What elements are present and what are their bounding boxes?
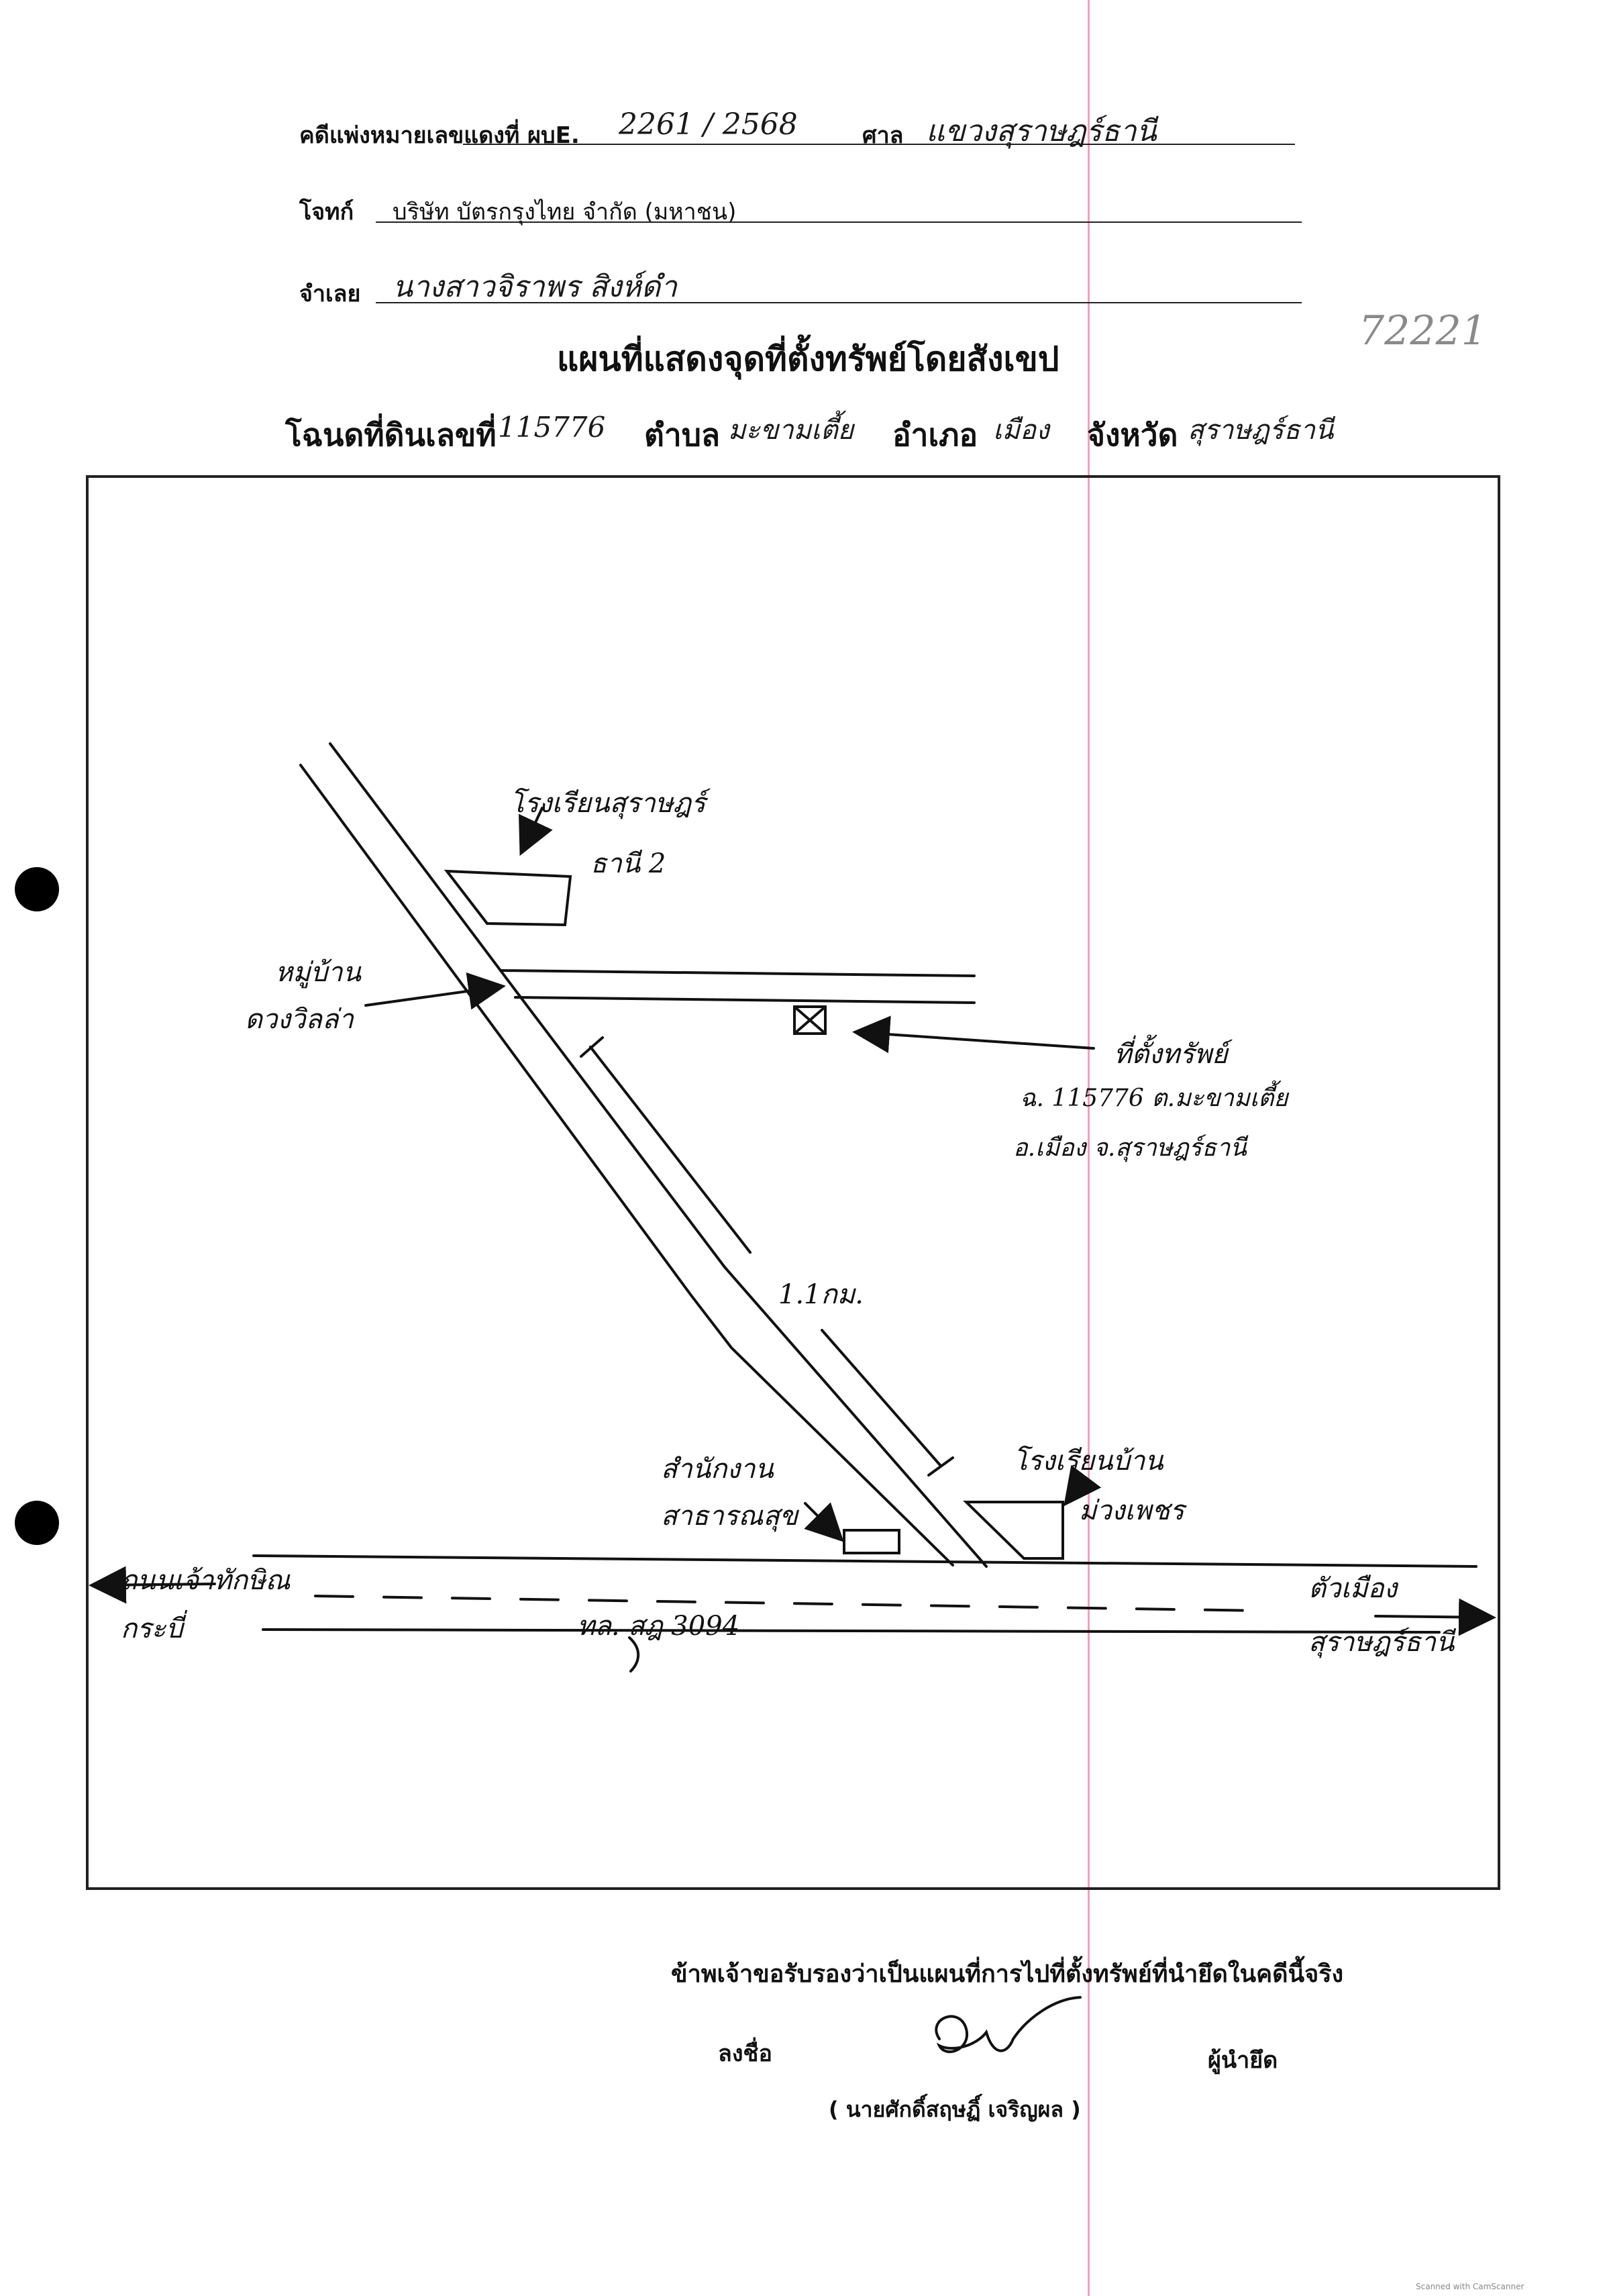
signature [935, 1996, 1082, 2054]
province-label: จังหวัด [1087, 417, 1178, 453]
court-label: ศาล [862, 122, 904, 149]
case-label: คดีแพ่งหมายเลขแดงที่ ผบE. [299, 122, 580, 149]
defendant-underline [376, 302, 1302, 303]
district-label: อำเภอ [892, 417, 978, 453]
signer-name: ( นายศักดิ์สฤษฏิ์ เจริญผล ) [829, 2097, 1081, 2122]
map-title: แผนที่แสดงจุดที่ตั้งทรัพย์โดยสังเขป [557, 340, 1059, 379]
defendant-label: จำเลย [299, 281, 361, 307]
plaintiff-value: บริษัท บัตรกรุงไทย จำกัด (มหาชน) [393, 199, 737, 226]
subdistrict-value: มะขามเตี้ย [728, 415, 854, 446]
case-number: 2261 / 2568 [619, 107, 798, 142]
punch-hole-bottom [15, 1501, 59, 1545]
deed-label: โฉนดที่ดินเลขที่ [285, 417, 497, 453]
province-value: สุราษฎร์ธานี [1188, 415, 1334, 446]
punch-hole-top [15, 867, 59, 911]
margin-line [1088, 0, 1090, 2296]
court-value: แขวงสุราษฎร์ธานี [926, 114, 1157, 148]
certification-statement: ข้าพเจ้าขอรับรองว่าเป็นแผนที่การไปที่ตั้… [671, 1960, 1344, 1988]
plaintiff-underline [376, 221, 1302, 223]
district-value: เมือง [993, 415, 1049, 446]
case-underline [463, 144, 1295, 145]
scanner-mark: Scanned with CamScanner [1416, 2282, 1524, 2291]
map-frame [86, 475, 1500, 1890]
defendant-value: นางสาวจิราพร สิงห์ดำ [393, 270, 677, 304]
deed-number: 115776 [498, 411, 606, 444]
handwritten-annotation: 72221 [1359, 307, 1487, 354]
role-label: ผู้นำยึด [1208, 2047, 1278, 2074]
subdistrict-label: ตำบล [644, 417, 721, 453]
plaintiff-label: โจทก์ [299, 199, 354, 226]
sign-label: ลงชื่อ [718, 2040, 772, 2067]
